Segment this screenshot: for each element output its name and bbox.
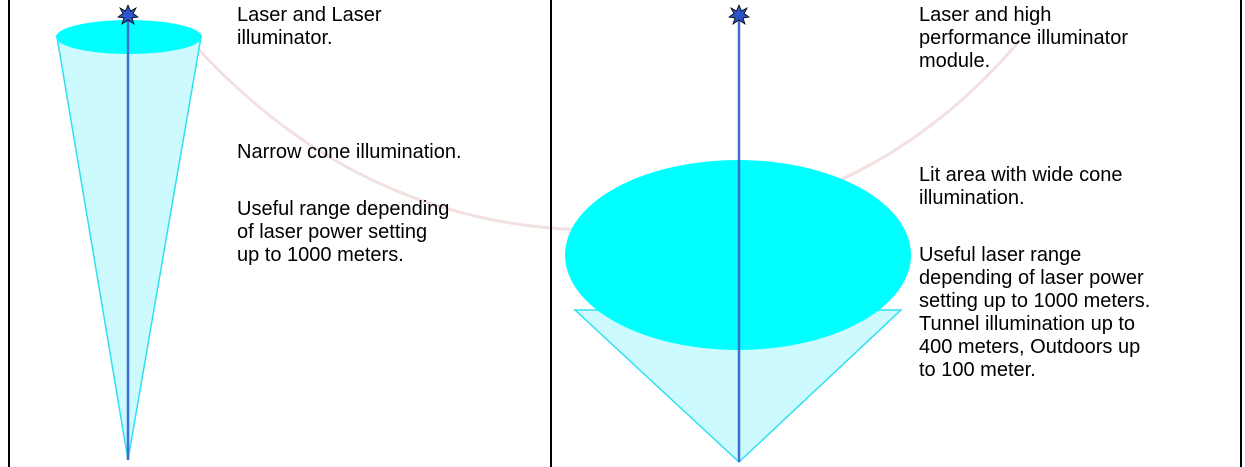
left-cone-text: Narrow cone illumination. — [237, 141, 462, 163]
right-cone-text: Lit area with wide cone illumination. — [919, 164, 1123, 209]
starburst-icon — [116, 3, 140, 25]
left-border — [8, 0, 10, 467]
left-title-text: Laser and Laser illuminator. — [237, 4, 382, 49]
left-range-text: Useful range depending of laser power se… — [237, 198, 450, 266]
right-cone-group — [565, 3, 911, 464]
right-range-text: Useful laser range depending of laser po… — [919, 244, 1151, 381]
starburst-icon — [727, 3, 751, 25]
right-border — [1240, 0, 1242, 467]
right-title-text: Laser and high performance illuminator m… — [919, 4, 1128, 72]
left-cone-group — [56, 3, 202, 461]
panel-divider — [550, 0, 552, 467]
